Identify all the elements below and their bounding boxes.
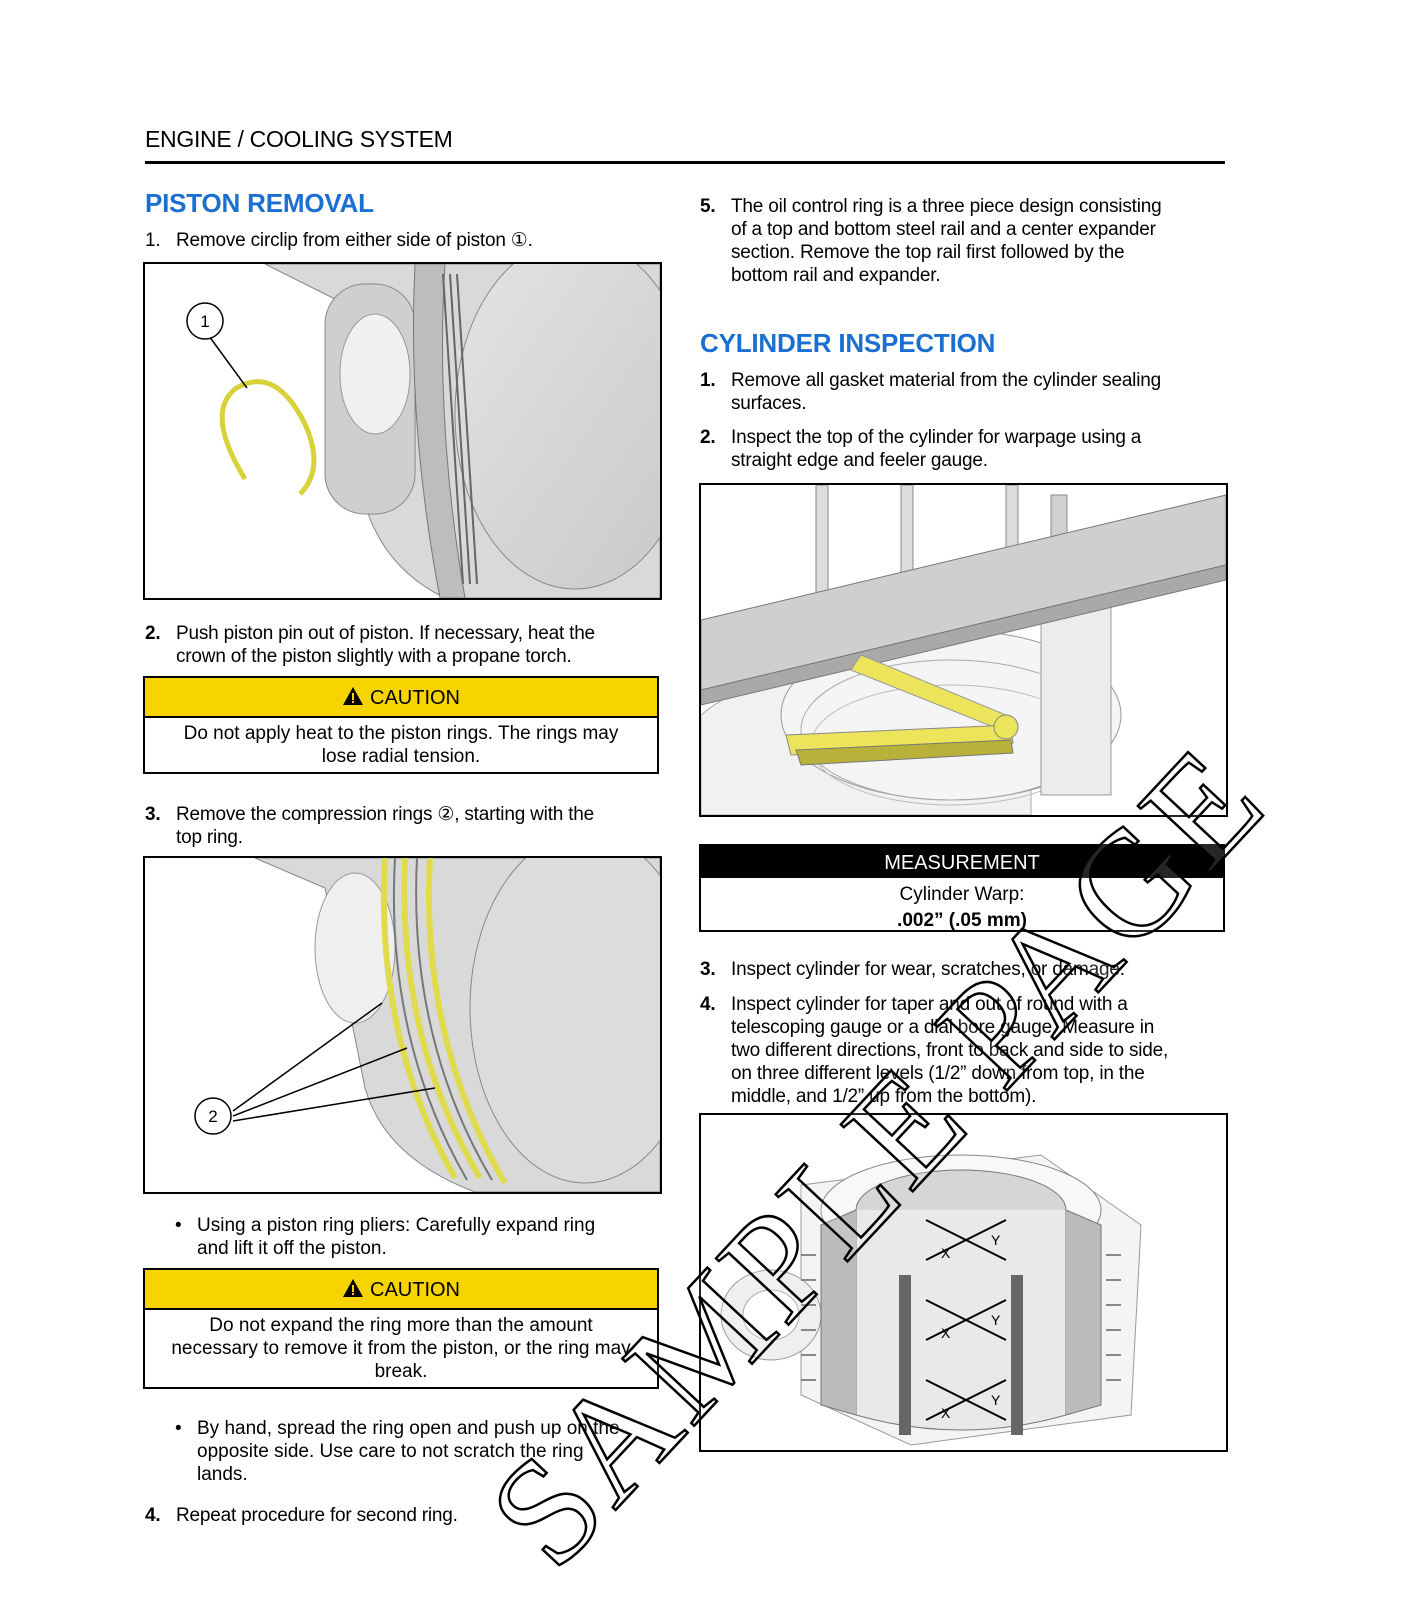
warpage-illustration (701, 485, 1226, 815)
step-line: two different directions, front to back … (731, 1040, 1169, 1061)
step-number: 2. (700, 427, 716, 448)
bore-label-y: Y (991, 1232, 1001, 1248)
step-number: 4. (700, 994, 716, 1015)
measurement-body: Cylinder Warp: .002” (.05 mm) (701, 878, 1223, 934)
bullet-dot: • (175, 1418, 182, 1439)
step-2-piston: 2. Push piston pin out of piston. If nec… (145, 622, 665, 670)
step-4-piston: 4. Repeat procedure for second ring. (145, 1504, 665, 1528)
caution-label: CAUTION (370, 1279, 460, 1301)
caution-box-1: CAUTION Do not apply heat to the piston … (143, 676, 659, 774)
step-line: The oil control ring is a three piece de… (731, 196, 1162, 217)
step-line: telescoping gauge or a dial bore gauge. … (731, 1017, 1155, 1038)
step-line: crown of the piston slightly with a prop… (176, 646, 572, 667)
figure-cylinder-warpage (699, 483, 1228, 817)
step-line: on three different levels (1/2” down fro… (731, 1063, 1145, 1084)
bore-label-x: X (941, 1405, 951, 1421)
page-header: ENGINE / COOLING SYSTEM (145, 126, 453, 152)
circlip-illustration: 1 (186, 264, 660, 598)
step-1-piston: 1. Remove circlip from either side of pi… (145, 229, 665, 253)
circlip-ring (219, 379, 317, 496)
caution-header: CAUTION (145, 1270, 657, 1310)
figure-compression-rings: 2 (143, 856, 662, 1194)
bore-label-x: X (941, 1245, 951, 1261)
bullet-line: and lift it off the piston. (197, 1238, 387, 1259)
step-line: Inspect cylinder for taper and out of ro… (731, 994, 1128, 1015)
step-line: Remove the compression rings ②, starting… (176, 804, 595, 825)
step-number: 3. (700, 959, 716, 980)
caution-line: break. (374, 1361, 428, 1382)
figure-circlip-removal: 1 (143, 262, 662, 600)
step-4-cylinder: 4. Inspect cylinder for taper and out of… (700, 993, 1225, 1111)
step-text: Repeat procedure for second ring. (176, 1505, 458, 1526)
caution-line: Do not apply heat to the piston rings. T… (183, 723, 619, 744)
step-line: middle, and 1/2” up from the bottom). (731, 1086, 1037, 1107)
caution-line: necessary to remove it from the piston, … (171, 1338, 631, 1359)
bore-label-y: Y (991, 1312, 1001, 1328)
caution-label: CAUTION (370, 687, 460, 709)
step-3-cylinder: 3. Inspect cylinder for wear, scratches,… (700, 958, 1225, 982)
step-5-oil-ring: 5. The oil control ring is a three piece… (700, 195, 1225, 291)
step-1-cylinder: 1. Remove all gasket material from the c… (700, 369, 1225, 417)
compression-rings-illustration: 2 (194, 858, 660, 1192)
callout-2: 2 (208, 1107, 217, 1126)
callout-circle (194, 1097, 232, 1135)
bore-label-x: X (941, 1325, 951, 1341)
step-number: 5. (700, 196, 716, 217)
step-line: surfaces. (731, 393, 807, 414)
callout-circle (186, 302, 224, 340)
step-number: 1. (145, 230, 161, 251)
bullet-line: By hand, spread the ring open and push u… (197, 1418, 620, 1439)
bullet-dot: • (175, 1215, 182, 1236)
step-line: straight edge and feeler gauge. (731, 450, 988, 471)
bullet-by-hand: • By hand, spread the ring open and push… (175, 1417, 665, 1489)
step-line: top ring. (176, 827, 243, 848)
header-divider (145, 161, 1225, 164)
caution-line: lose radial tension. (321, 746, 481, 767)
step-line: Push piston pin out of piston. If necess… (176, 623, 595, 644)
measurement-value: .002” (.05 mm) (897, 910, 1027, 931)
bullet-line: Using a piston ring pliers: Carefully ex… (197, 1215, 596, 1236)
step-number: 3. (145, 804, 161, 825)
callout-1: 1 (200, 312, 209, 331)
bullet-line: lands. (197, 1464, 248, 1485)
caution-line: Do not expand the ring more than the amo… (209, 1315, 593, 1336)
step-line: of a top and bottom steel rail and a cen… (731, 219, 1156, 240)
bullet-ring-pliers: • Using a piston ring pliers: Carefully … (175, 1214, 665, 1262)
bore-label-y: Y (991, 1392, 1001, 1408)
caution-header: CAUTION (145, 678, 657, 718)
step-line: section. Remove the top rail first follo… (731, 242, 1125, 263)
step-text: Inspect cylinder for wear, scratches, or… (731, 959, 1125, 980)
caution-text: Do not apply heat to the piston rings. T… (145, 718, 657, 772)
step-line: Inspect the top of the cylinder for warp… (731, 427, 1142, 448)
bullet-line: opposite side. Use care to not scratch t… (197, 1441, 584, 1462)
warning-icon (343, 1279, 363, 1297)
figure-bore-measurement: X Y X Y X Y (699, 1113, 1228, 1452)
step-3-piston: 3. Remove the compression rings ②, start… (145, 803, 665, 851)
step-line: bottom rail and expander. (731, 265, 941, 286)
section-title-piston-removal: PISTON REMOVAL (145, 188, 374, 218)
measurement-box: MEASUREMENT Cylinder Warp: .002” (.05 mm… (699, 844, 1225, 932)
caution-text: Do not expand the ring more than the amo… (145, 1310, 657, 1387)
step-2-cylinder: 2. Inspect the top of the cylinder for w… (700, 426, 1225, 474)
step-line: Remove all gasket material from the cyli… (731, 370, 1161, 391)
measurement-header: MEASUREMENT (701, 846, 1223, 878)
warning-icon (343, 687, 363, 705)
step-text: Remove circlip from either side of pisto… (176, 230, 533, 251)
bore-illustration: X Y X Y X Y (720, 1154, 1142, 1446)
section-title-cylinder-inspection: CYLINDER INSPECTION (700, 328, 996, 358)
step-number: 4. (145, 1505, 161, 1526)
caution-box-2: CAUTION Do not expand the ring more than… (143, 1268, 659, 1389)
measurement-item: Cylinder Warp: (899, 884, 1025, 905)
step-number: 1. (700, 370, 716, 391)
step-number: 2. (145, 623, 161, 644)
